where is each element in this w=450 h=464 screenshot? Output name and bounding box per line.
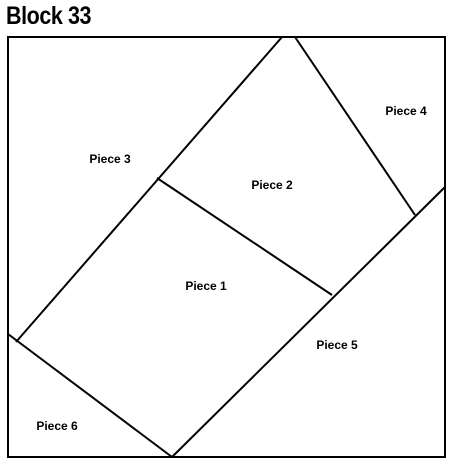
block-title: Block 33 xyxy=(6,2,92,30)
piece-1-label: Piece 1 xyxy=(185,279,227,293)
piece-4-label: Piece 4 xyxy=(385,104,427,118)
piece-6-label: Piece 6 xyxy=(36,419,78,433)
piece-2-label: Piece 2 xyxy=(251,178,293,192)
seam-piece1-top xyxy=(156,177,333,296)
piece-5-label: Piece 5 xyxy=(316,338,358,352)
seam-piece5-left xyxy=(171,186,446,458)
block-border xyxy=(7,36,446,458)
piece-3-label: Piece 3 xyxy=(89,152,131,166)
seam-piece4-left xyxy=(294,36,416,216)
seam-piece6-top xyxy=(7,333,173,458)
seam-piece3-left xyxy=(15,36,283,343)
